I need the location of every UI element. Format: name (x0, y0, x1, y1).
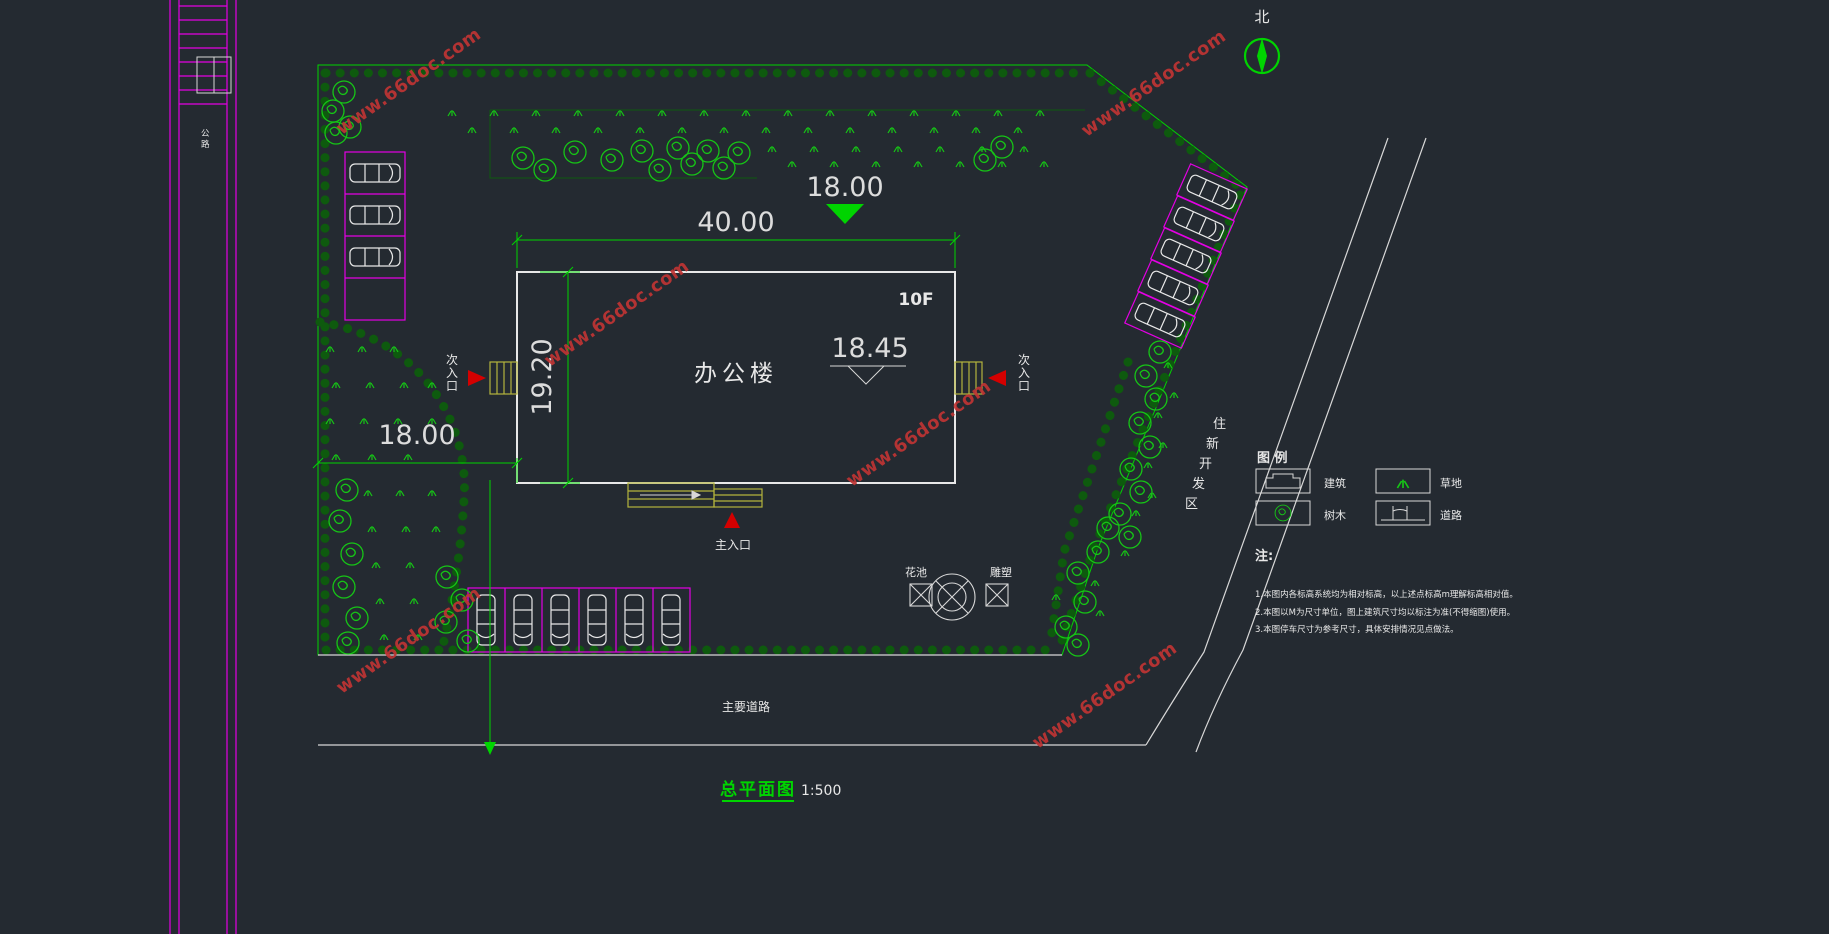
drawing-title: 总平面图 (720, 779, 796, 800)
flower-bed-left (909, 583, 933, 607)
stairs-right (954, 361, 983, 395)
flower-bed-right (985, 583, 1009, 607)
north-arrow: 北 (1243, 8, 1281, 75)
dim-left-18: 18.00 (312, 420, 523, 483)
svg-text:19.20: 19.20 (527, 338, 558, 415)
note-line-3: 3.本图停车尺寸为参考尺寸，具体安排情况见点做法。 (1255, 624, 1459, 635)
notes: 注: 1.本图内各标高系统均为相对标高，以上述点标高m理解标高相对值。 2.本图… (1255, 548, 1518, 635)
legend-box-road (1375, 500, 1431, 526)
svg-text:18.00: 18.00 (378, 420, 455, 451)
title-block: 总平面图 1:500 (720, 779, 841, 802)
main-road-label: 主要道路 (722, 699, 770, 714)
legend-label-grass: 草地 (1440, 477, 1462, 490)
parking-left (344, 151, 406, 321)
entrance-left-label: 次入口 (446, 353, 458, 393)
dimensions: 40.00 19.20 18.00 18.00 (312, 172, 961, 755)
legend-label-building: 建筑 (1324, 476, 1346, 490)
entrance-arrow-left (468, 370, 486, 386)
legend-title: 图 例 (1257, 450, 1288, 466)
right-road-inner-edge (1145, 137, 1389, 746)
axis-line (484, 480, 496, 755)
svg-text:18.00: 18.00 (806, 172, 883, 203)
building-elevation-value: 18.45 (831, 333, 908, 364)
legend-label-road: 道路 (1440, 508, 1462, 522)
site-elevation-marker: 18.00 (806, 172, 884, 224)
legend-box-building (1255, 468, 1311, 494)
right-road-outer-edge (1195, 137, 1427, 753)
svg-text:40.00: 40.00 (697, 207, 774, 238)
flower-bed-label: 花池 (905, 566, 927, 579)
notes-title: 注: (1255, 548, 1273, 564)
zone-label: 住新开发区 (1185, 417, 1226, 512)
dim-width-40: 40.00 (511, 207, 961, 268)
drawing-scale: 1:500 (801, 783, 841, 799)
hedge-right-inner (1045, 357, 1133, 650)
stairs-left (489, 361, 518, 395)
parking-right (1123, 163, 1249, 349)
sculpture-label: 雕塑 (990, 565, 1012, 579)
legend: 图 例 建筑 草地 树木 道路 (1255, 450, 1462, 526)
entrance-main-label: 主入口 (715, 538, 751, 552)
legend-building-icon (1265, 473, 1301, 489)
fountain-group: 花池 雕塑 (905, 565, 1012, 621)
note-line-1: 1.本图内各标高系统均为相对标高，以上述点标高m理解标高相对值。 (1255, 589, 1518, 600)
left-road: 公路 (169, 0, 237, 934)
entrances: 次入口 次入口 主入口 (446, 353, 1030, 552)
legend-box-tree (1255, 500, 1311, 526)
hedge-topright (1085, 68, 1247, 194)
legend-label-tree: 树木 (1324, 508, 1346, 522)
legend-box-grass (1375, 468, 1431, 494)
elevation-marker-open (830, 365, 906, 385)
entrance-right-label: 次入口 (1018, 353, 1030, 393)
left-road-label: 公路 (201, 129, 210, 150)
fountain (928, 573, 976, 621)
stairs-main (627, 482, 763, 508)
north-label: 北 (1254, 8, 1269, 26)
note-line-2: 2.本图以M为尺寸单位，图上建筑尺寸均以标注为准(不得缩图)使用。 (1255, 607, 1515, 618)
building-floors-label: 10F (898, 290, 933, 310)
entrance-arrow-main (724, 512, 740, 528)
parking-bottom (467, 587, 691, 653)
legend-road-icon (1381, 506, 1425, 521)
dim-depth-19: 19.20 (527, 266, 580, 489)
roads: 主要道路 住新开发区 (318, 137, 1427, 753)
building-label: 办公楼 (694, 361, 778, 387)
ramp-arrow (640, 490, 702, 500)
entrance-arrow-right (988, 370, 1006, 386)
